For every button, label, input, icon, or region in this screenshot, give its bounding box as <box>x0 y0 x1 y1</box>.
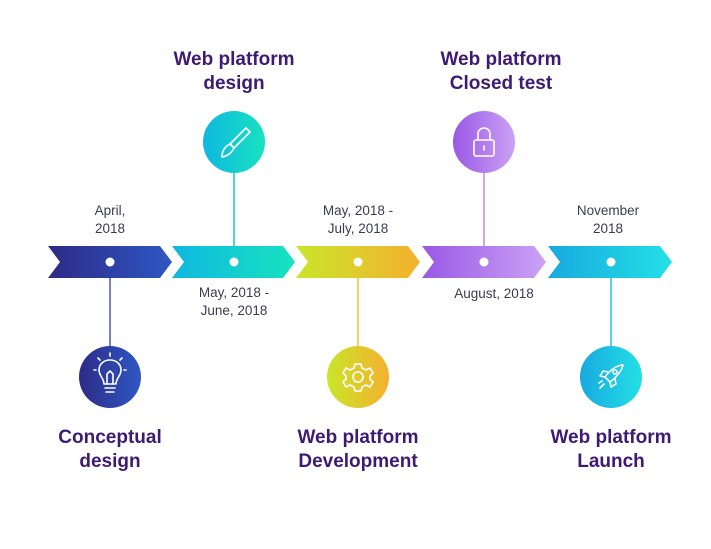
milestone-2-title: Web platform design <box>134 48 334 96</box>
lightbulb-icon <box>93 352 127 393</box>
milestone-3-date-line1: May, 2018 - <box>322 203 394 218</box>
milestone-1-date: April, 2018 <box>40 202 180 238</box>
milestone-2-title-line1: Web platform <box>173 49 295 70</box>
milestone-3-date-line2: July, 2018 <box>327 221 389 236</box>
milestone-circle-1 <box>79 346 141 408</box>
rocket-icon <box>598 364 624 389</box>
milestone-1-title: Conceptual design <box>10 426 210 474</box>
milestone-5-title-line2: Launch <box>577 451 645 472</box>
milestone-2-date-line2: June, 2018 <box>200 303 268 318</box>
milestone-circle-3 <box>327 346 389 408</box>
gear-icon <box>342 363 374 392</box>
milestone-4-title: Web platform Closed test <box>401 48 601 96</box>
milestone-5-title: Web platform Launch <box>511 426 711 474</box>
paintbrush-icon <box>221 127 251 158</box>
milestone-circle-2 <box>203 111 265 173</box>
milestone-circle-4 <box>453 111 515 173</box>
timeline-dot-2 <box>229 257 239 267</box>
milestone-4-title-line1: Web platform <box>440 49 562 70</box>
timeline-dot-5 <box>606 257 616 267</box>
milestone-5-title-line1: Web platform <box>550 427 672 448</box>
milestone-2-date-line1: May, 2018 - <box>198 285 270 300</box>
milestone-3-title-line1: Web platform <box>297 427 419 448</box>
milestone-3-date: May, 2018 - July, 2018 <box>288 202 428 238</box>
timeline-dot-4 <box>479 257 489 267</box>
milestone-5-date: November 2018 <box>538 202 678 238</box>
milestone-circle-5 <box>580 346 642 408</box>
milestone-3-title: Web platform Development <box>258 426 458 474</box>
lock-icon <box>473 127 495 157</box>
milestone-2-title-line2: design <box>203 73 265 94</box>
milestone-1-title-line1: Conceptual <box>58 427 162 448</box>
milestone-5-date-line2: 2018 <box>592 221 624 236</box>
timeline-dot-1 <box>105 257 115 267</box>
milestone-1-title-line2: design <box>79 451 141 472</box>
milestone-3-title-line2: Development <box>298 451 418 472</box>
milestone-1-date-line1: April, <box>94 203 126 218</box>
milestone-4-title-line2: Closed test <box>449 73 553 94</box>
timeline-dot-3 <box>353 257 363 267</box>
milestone-2-date: May, 2018 - June, 2018 <box>164 284 304 320</box>
milestone-4-date-line1: August, 2018 <box>454 286 534 301</box>
milestone-1-date-line2: 2018 <box>94 221 126 236</box>
milestone-4-date: August, 2018 <box>424 285 564 303</box>
milestone-5-date-line1: November <box>576 203 640 218</box>
